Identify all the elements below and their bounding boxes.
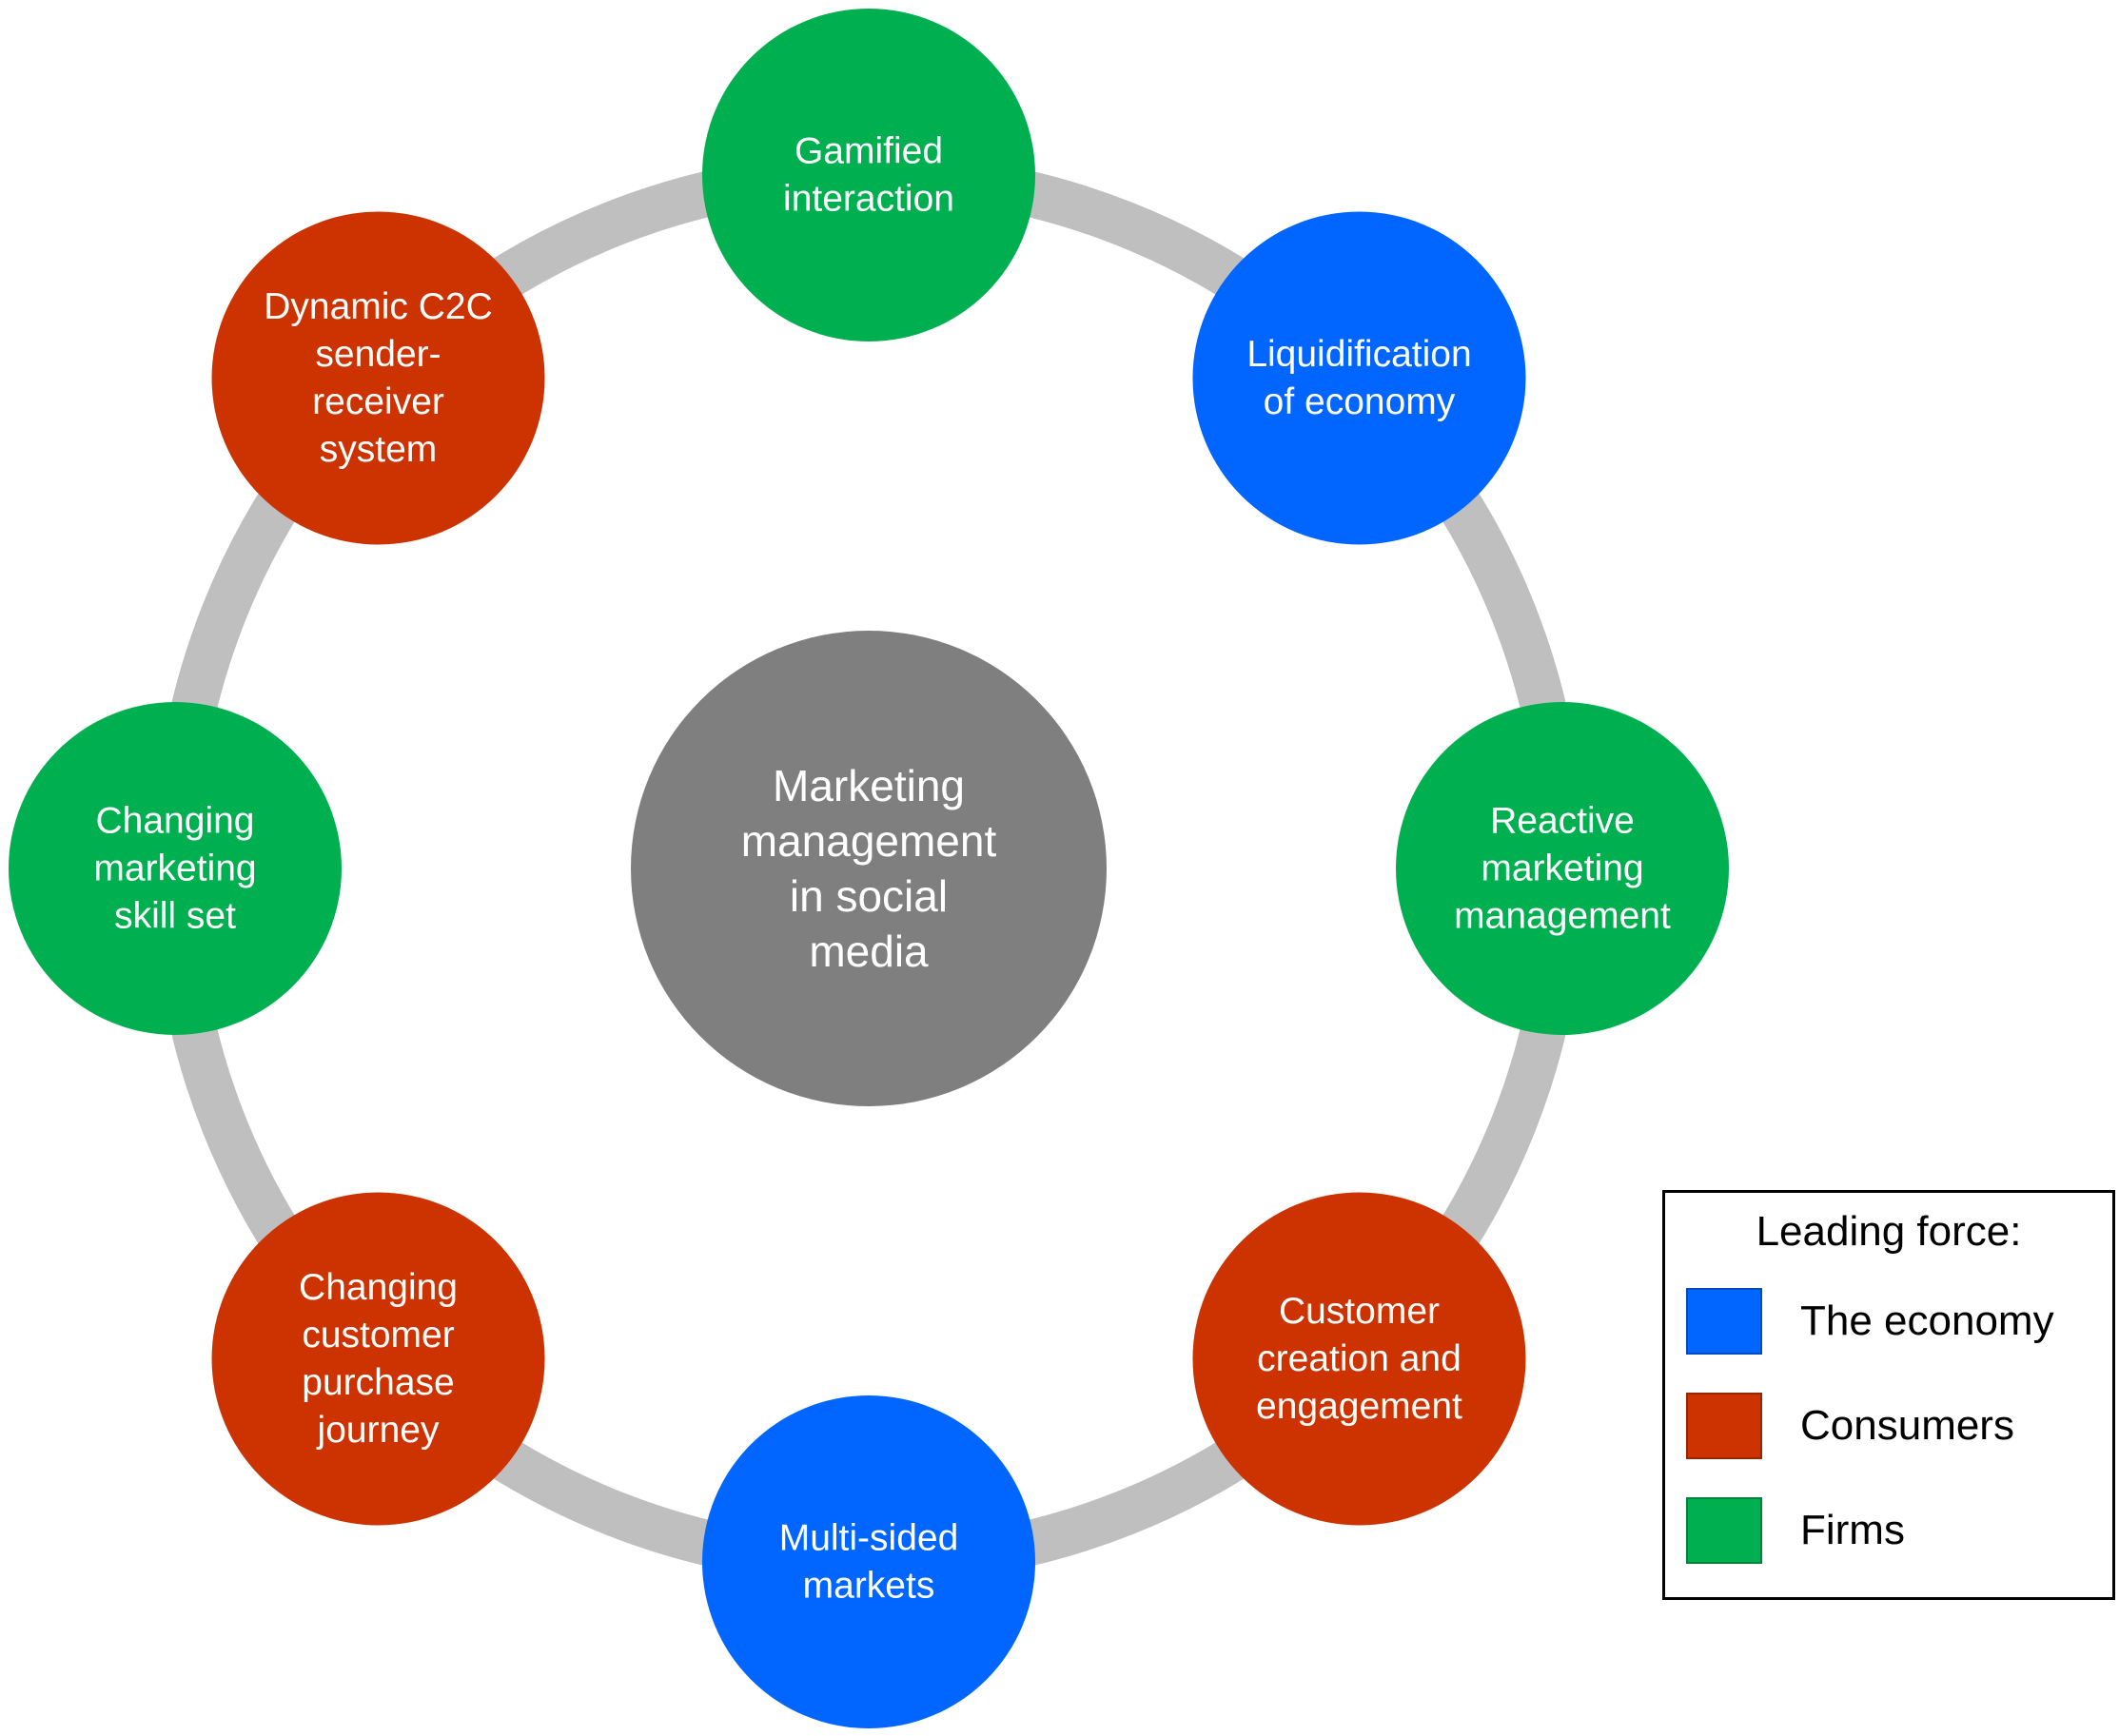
label-line: Changing bbox=[96, 801, 255, 842]
node-reactive-marketing-management: Reactive marketing management bbox=[1396, 702, 1729, 1035]
label-line: engagement bbox=[1256, 1386, 1462, 1427]
node-label: Dynamic C2C sender-receiver system bbox=[264, 286, 493, 470]
node-circle bbox=[1192, 211, 1526, 545]
label-line: marketing bbox=[1481, 848, 1643, 889]
node-label: Reactive marketing management bbox=[1454, 801, 1671, 937]
node-changing-marketing-skill-set: Changing marketing skill set bbox=[9, 702, 342, 1035]
node-label: Liquidification of economy bbox=[1246, 334, 1471, 422]
node-circle bbox=[1396, 702, 1729, 1035]
node-circle bbox=[702, 9, 1035, 341]
label-line: management bbox=[741, 816, 997, 866]
label-line: Customer bbox=[1279, 1291, 1440, 1332]
label-line: Multi-sided bbox=[779, 1518, 959, 1559]
label-line: Liquidification bbox=[1246, 334, 1471, 375]
node-dynamic-c2c-sender-receiver-system: Dynamic C2C sender-receiver system bbox=[211, 211, 545, 545]
label-line: sender- bbox=[315, 334, 441, 375]
legend-label-economy: The economy bbox=[1800, 1297, 2054, 1344]
label-line: in social bbox=[790, 871, 948, 921]
node-changing-customer-purchase-journey: Changing customer purchase journey bbox=[211, 1192, 545, 1526]
node-circle bbox=[702, 1395, 1035, 1728]
node-label: Changing customer purchase journey bbox=[299, 1267, 458, 1451]
node-customer-creation-and-engagement: Customer creation and engagement bbox=[1192, 1192, 1526, 1526]
label-line: interaction bbox=[783, 179, 954, 220]
label-line: creation and bbox=[1257, 1338, 1462, 1379]
label-line: purchase bbox=[302, 1362, 454, 1403]
legend-item-economy: The economy bbox=[1686, 1288, 2054, 1355]
label-line: markets bbox=[803, 1566, 935, 1607]
legend-label-consumers: Consumers bbox=[1800, 1402, 2014, 1449]
legend-swatch-economy bbox=[1686, 1288, 1762, 1355]
legend: Leading force: The economy Consumers Fir… bbox=[1662, 1190, 2115, 1600]
node-circle bbox=[9, 702, 342, 1035]
node-gamified-interaction: Gamified interaction bbox=[702, 9, 1035, 341]
node-label: Multi-sided markets bbox=[779, 1518, 959, 1607]
node-label: Customer creation and engagement bbox=[1256, 1291, 1462, 1427]
label-line: media bbox=[809, 927, 929, 976]
label-line: system bbox=[320, 429, 438, 470]
label-line: Dynamic C2C bbox=[264, 286, 493, 327]
label-line: Reactive bbox=[1490, 801, 1635, 842]
node-multi-sided-markets: Multi-sided markets bbox=[702, 1395, 1035, 1728]
node-circle bbox=[1192, 1192, 1526, 1526]
label-line: receiver bbox=[312, 381, 444, 422]
label-line: Gamified bbox=[795, 131, 943, 172]
label-line: skill set bbox=[114, 896, 236, 937]
legend-label-firms: Firms bbox=[1800, 1507, 1905, 1553]
legend-swatch-firms bbox=[1686, 1497, 1762, 1564]
legend-title: Leading force: bbox=[1756, 1208, 2022, 1255]
node-circle bbox=[211, 211, 545, 545]
label-line: management bbox=[1454, 896, 1671, 937]
node-label: Changing marketing skill set bbox=[93, 801, 256, 937]
legend-swatch-consumers bbox=[1686, 1393, 1762, 1459]
label-line: Marketing bbox=[773, 761, 965, 810]
label-line: of economy bbox=[1264, 381, 1456, 422]
label-line: customer bbox=[302, 1315, 454, 1356]
label-line: marketing bbox=[93, 848, 256, 889]
node-label: Gamified interaction bbox=[783, 131, 954, 220]
label-line: journey bbox=[317, 1410, 440, 1451]
legend-item-consumers: Consumers bbox=[1686, 1393, 2014, 1459]
legend-item-firms: Firms bbox=[1686, 1497, 1905, 1564]
center-node-circle bbox=[631, 631, 1107, 1106]
node-circle bbox=[211, 1192, 545, 1526]
node-liquidification-of-economy: Liquidification of economy bbox=[1192, 211, 1526, 545]
label-line: Changing bbox=[299, 1267, 458, 1308]
